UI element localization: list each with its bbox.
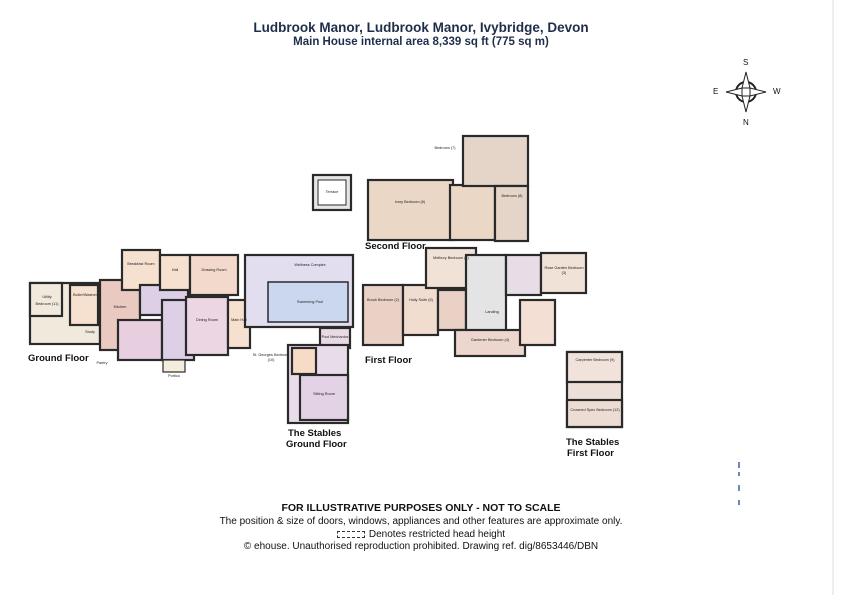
compass-s-label: S <box>743 58 749 67</box>
stables-first-label-2: First Floor <box>567 448 614 459</box>
stables-ground-label-1: The Stables <box>288 428 342 439</box>
compass-w-label: W <box>773 87 781 96</box>
room-pool-mechanics: Pool Mechanics <box>321 335 349 339</box>
room-pantry: Pantry <box>96 361 108 365</box>
room-terrace: Terrace <box>325 190 339 194</box>
room-swimming-pool: Swimming Pool <box>296 300 324 304</box>
first-floor-label: First Floor <box>365 355 412 366</box>
ground-floor-plan <box>28 248 355 373</box>
compass-icon <box>725 71 767 113</box>
room-melbury-bedroom: Melbury Bedroom (1) <box>433 256 469 260</box>
stables-ground-floor-plan <box>286 343 350 425</box>
room-gardener-bedroom: Gardener Bedroom (4) <box>470 338 510 342</box>
room-bedroom-7: Bedroom (7) <box>434 146 456 150</box>
second-floor-plan <box>311 134 530 243</box>
room-bedroom-8: Bedroom (8) <box>501 194 523 198</box>
room-wellness: Wellness Complex <box>294 263 326 267</box>
room-holly-suite: Holly Suite (5) <box>409 298 433 302</box>
disclaimer-heading: FOR ILLUSTRATIVE PURPOSES ONLY - NOT TO … <box>281 502 561 514</box>
plan-title: Ludbrook Manor, Ludbrook Manor, Ivybridg… <box>253 20 589 35</box>
first-floor-plan <box>361 246 588 358</box>
dashed-box-icon <box>336 530 365 538</box>
room-study: Study <box>85 330 95 334</box>
room-sitting: Sitting Room <box>313 392 335 396</box>
compass-n-label: N <box>743 118 749 127</box>
restricted-head-height-legend: Denotes restricted head height <box>0 529 842 540</box>
room-dining: Dining Room <box>196 318 218 322</box>
room-boiler-washer: Boiler/Washer <box>73 293 97 297</box>
room-bedroom-11: Bedroom (11) <box>35 302 59 306</box>
stables-ground-label-2: Ground Floor <box>286 439 347 450</box>
ground-floor-label: Ground Floor <box>28 353 89 364</box>
room-st-georges: St. Georges Bedroom (10) <box>252 353 290 362</box>
margin-marks <box>738 462 740 505</box>
room-hall: Hall <box>171 268 179 272</box>
room-main-hall: Main Hall <box>231 318 247 322</box>
room-landing: Landing <box>485 310 499 314</box>
second-floor-label: Second Floor <box>365 241 426 252</box>
room-rose-garden: Rose Garden Bedroom (3) <box>544 266 584 275</box>
room-drawing: Drawing Room <box>201 268 227 272</box>
stables-first-floor-plan <box>565 350 624 429</box>
compass-e-label: E <box>713 87 719 96</box>
plan-subtitle: Main House internal area 8,339 sq ft (77… <box>293 36 549 48</box>
room-ivory-bedroom: Ivory Bedroom (6) <box>394 200 426 204</box>
copyright-line: © ehouse. Unauthorised reproduction proh… <box>243 541 599 552</box>
room-kitchen: Kitchen <box>113 305 127 309</box>
restricted-head-height-text: Denotes restricted head height <box>368 529 506 540</box>
room-breakfast: Breakfast Room <box>127 262 155 266</box>
room-portico: Portico <box>168 374 180 378</box>
room-utility: Utility <box>42 295 52 299</box>
room-carpenter-bedroom: Carpenter Bedroom (9) <box>575 358 615 362</box>
room-crowned-spec-bedroom: Crowned Spec Bedroom (12) <box>570 408 620 412</box>
stables-first-label-1: The Stables <box>566 437 620 448</box>
room-brook-bedroom: Brook Bedroom (2) <box>366 298 400 302</box>
disclaimer-text: The position & size of doors, windows, a… <box>219 516 623 527</box>
